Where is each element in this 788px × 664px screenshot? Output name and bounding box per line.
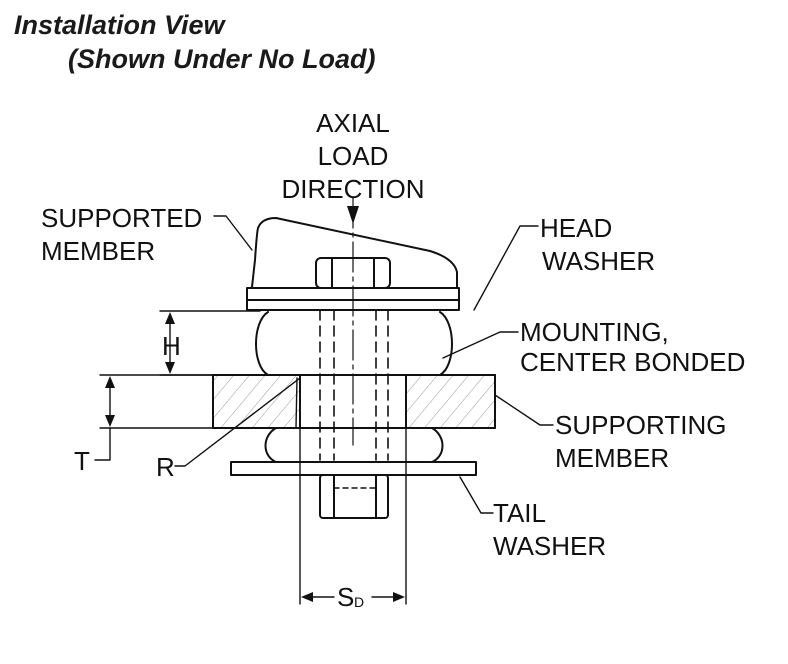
svg-text:S: S [337,582,354,612]
r-radius-line [295,377,298,429]
axial-load-label: AXIAL LOAD DIRECTION [282,108,425,204]
title-line-2: (Shown Under No Load) [68,44,376,74]
lower-mounting [264,427,444,463]
diagram-title: Installation View (Shown Under No Load) [14,8,375,76]
svg-text:MEMBER: MEMBER [555,443,669,473]
svg-text:TAIL: TAIL [493,498,546,528]
svg-text:HEAD: HEAD [540,213,612,243]
h-label: H [162,331,181,361]
svg-text:CENTER BONDED: CENTER BONDED [520,347,745,377]
svg-text:SUPPORTED: SUPPORTED [41,203,202,233]
head-washer-label: HEAD WASHER [540,213,655,276]
title-line-1: Installation View [14,10,225,40]
svg-text:LOAD: LOAD [318,141,389,171]
head-washer-leader [473,225,539,311]
supported-member-label: SUPPORTED MEMBER [41,203,202,266]
svg-text:MOUNTING,: MOUNTING, [520,317,669,347]
bolt-head [315,257,391,289]
supporting-member-leader [494,394,554,426]
svg-text:AXIAL: AXIAL [316,108,390,138]
axial-load-arrow [347,197,359,446]
svg-text:MEMBER: MEMBER [41,236,155,266]
mounting-leader [442,331,519,359]
bolt-shank [319,309,389,461]
r-leader [174,377,301,467]
mounting-label: MOUNTING, CENTER BONDED [520,317,745,377]
tail-washer-leader [459,476,494,514]
supported-member [251,217,458,288]
svg-text:WASHER: WASHER [493,531,606,561]
tail-washer [230,461,477,476]
supported-member-leader [213,215,253,251]
r-label: R [156,452,175,482]
supporting-member-plate [212,374,496,429]
t-label: T [74,446,90,476]
t-dimension [94,374,214,461]
svg-text:WASHER: WASHER [542,246,655,276]
svg-text:SUPPORTING: SUPPORTING [555,410,726,440]
svg-text:DIRECTION: DIRECTION [282,174,425,204]
supporting-member-label: SUPPORTING MEMBER [555,410,726,473]
svg-text:D: D [354,594,364,610]
sd-label: S D [337,582,364,612]
sd-dimension [299,427,407,605]
nut [319,474,389,519]
tail-washer-label: TAIL WASHER [493,498,606,561]
upper-mounting [255,311,453,376]
